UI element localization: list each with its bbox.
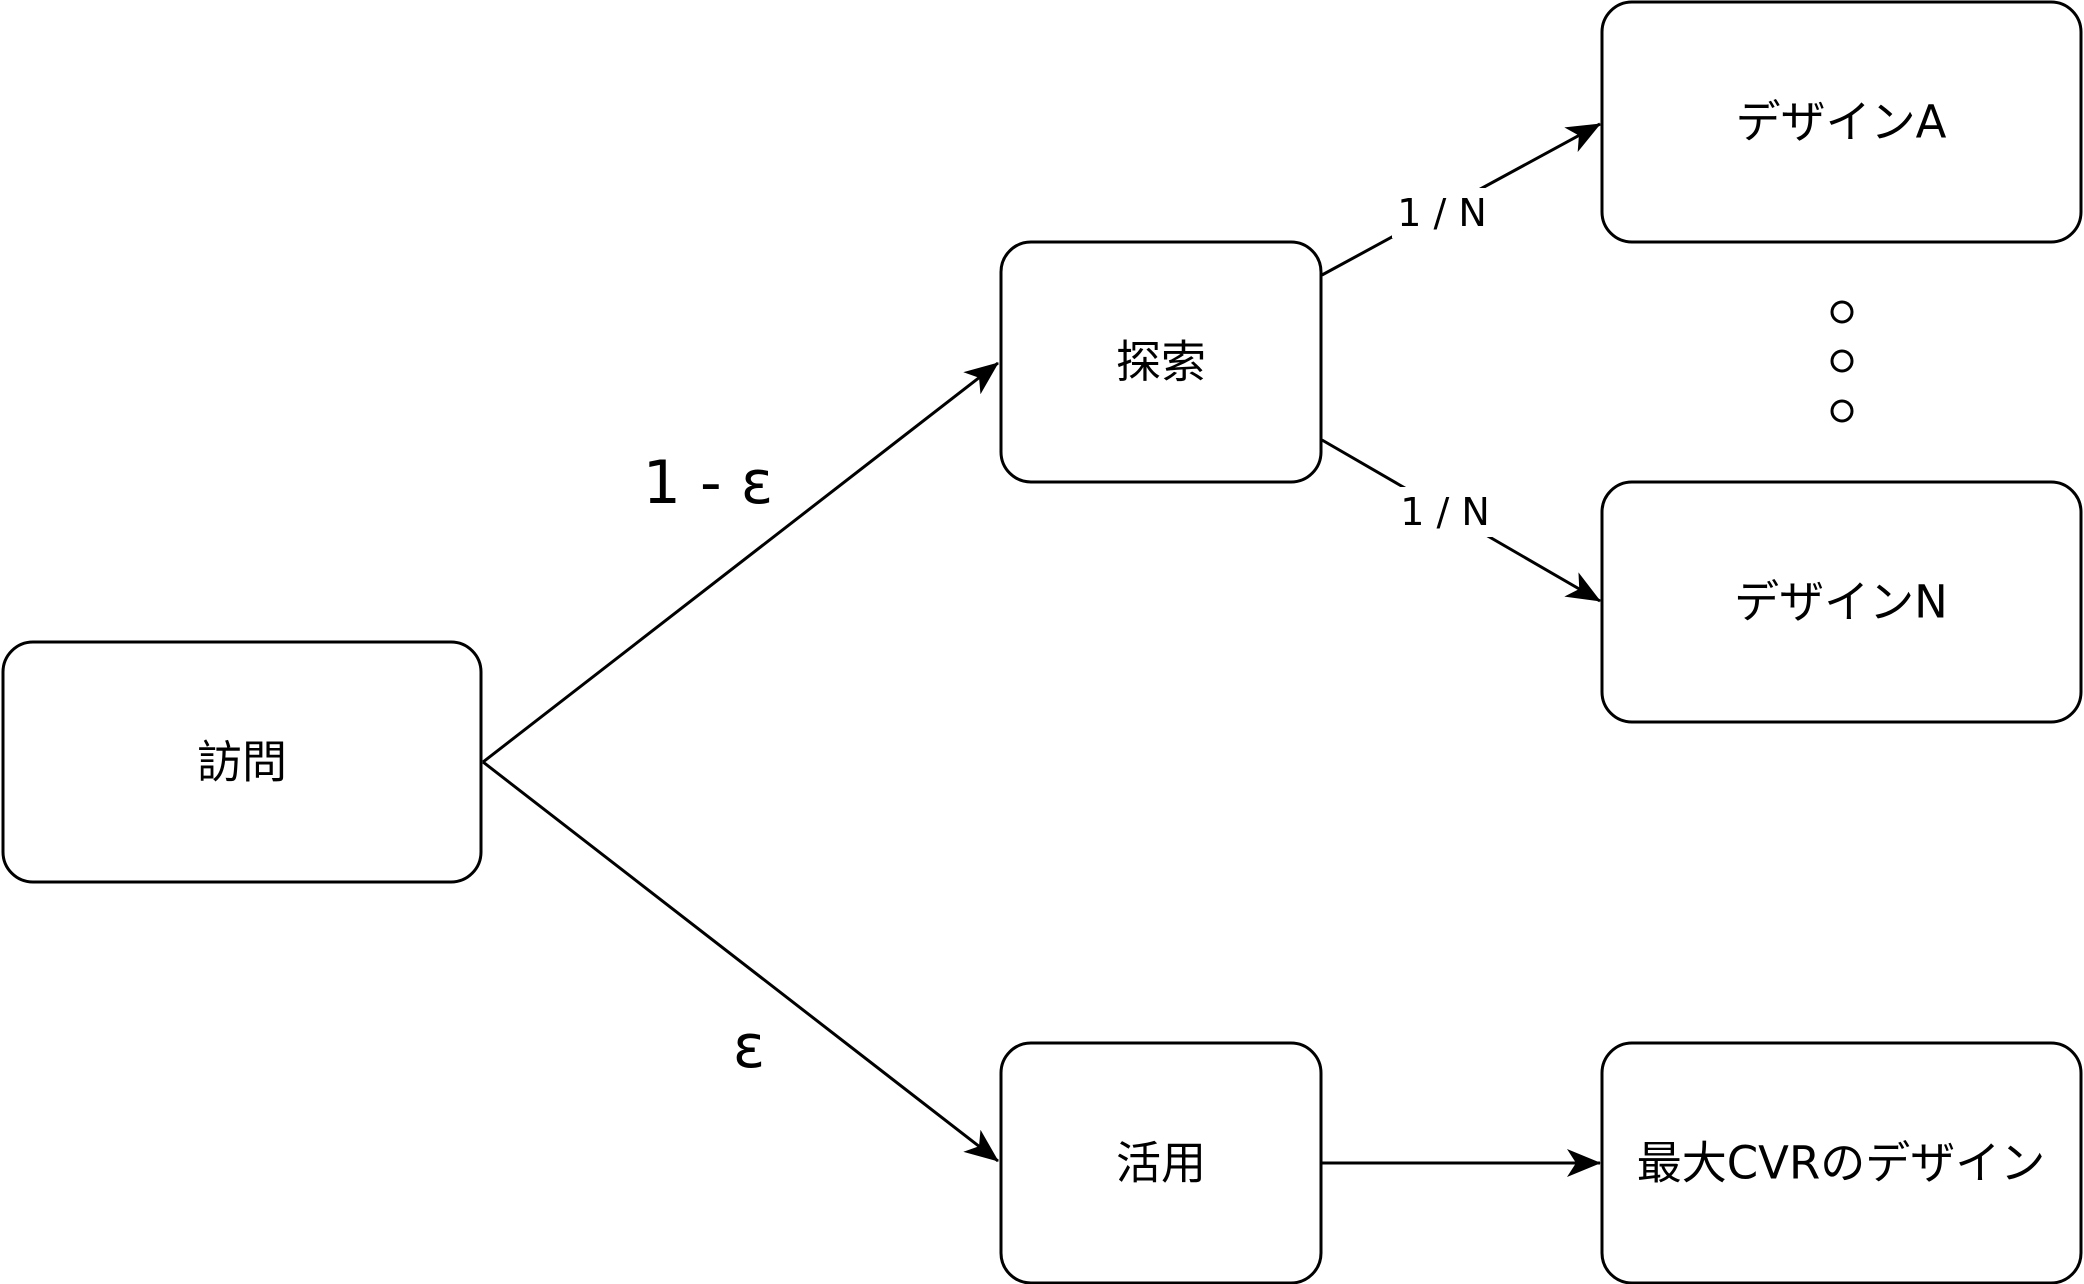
- vertical-ellipsis: [1830, 300, 1854, 423]
- ellipsis-dot: [1830, 399, 1854, 423]
- node-design-n: デザインN: [1600, 480, 2083, 724]
- edge-label-explore-to-design-n: 1 / N: [1400, 490, 1490, 534]
- node-design-a-label: デザインA: [1736, 96, 1947, 149]
- edge-visit-to-exploit: [482, 760, 999, 1163]
- node-visit-label: 訪問: [197, 736, 287, 789]
- node-best-design-label: 最大CVRのデザイン: [1637, 1137, 2045, 1190]
- edge-label-visit-to-exploit: ε: [733, 1012, 765, 1082]
- node-exploit: 活用: [999, 1041, 1323, 1284]
- node-explore-label: 探索: [1116, 336, 1206, 389]
- node-design-n-label: デザインN: [1734, 576, 1948, 629]
- node-best-design: 最大CVRのデザイン: [1600, 1041, 2083, 1284]
- node-exploit-label: 活用: [1116, 1137, 1206, 1190]
- node-visit: 訪問: [1, 640, 483, 884]
- edge-label-bg-design-a: [1392, 188, 1492, 238]
- edge-visit-to-explore: [482, 361, 999, 764]
- ellipsis-dot: [1830, 300, 1854, 324]
- edge-label-visit-to-explore: 1 - ε: [643, 448, 773, 518]
- edge-label-explore-to-design-a: 1 / N: [1397, 191, 1487, 235]
- node-design-a: デザインA: [1600, 0, 2083, 244]
- ellipsis-dot: [1830, 349, 1854, 373]
- node-explore: 探索: [999, 240, 1323, 484]
- edge-label-bg-design-n: [1395, 487, 1495, 537]
